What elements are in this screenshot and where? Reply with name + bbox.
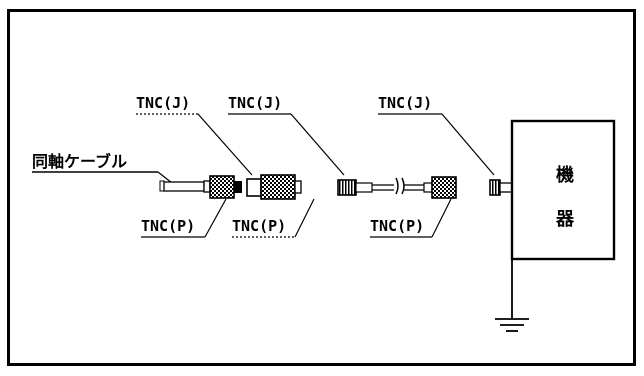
tnc-jack-cable-2 xyxy=(337,179,394,196)
tnc-adapter xyxy=(246,174,302,200)
tnc-jack-device xyxy=(489,179,513,196)
label-tnc-p-2-leader xyxy=(294,198,315,238)
cable-label-leader xyxy=(157,171,173,184)
label-tnc-j-1-leader xyxy=(197,113,253,176)
label-tnc-j-3-leader xyxy=(441,113,495,176)
label-tnc-p-3: TNC(P) xyxy=(370,217,424,235)
outer-frame xyxy=(7,9,636,366)
label-tnc-p-3-leader xyxy=(431,198,452,238)
coaxial-cable xyxy=(159,180,205,192)
ground-symbol xyxy=(495,259,529,332)
label-tnc-j-2-leader xyxy=(290,113,345,176)
label-tnc-j-3: TNC(J) xyxy=(378,94,432,112)
tnc-plug-3 xyxy=(404,176,457,199)
label-tnc-j-1: TNC(J) xyxy=(136,94,190,112)
label-tnc-j-2: TNC(J) xyxy=(228,94,282,112)
label-tnc-p-1: TNC(P) xyxy=(141,217,195,235)
label-tnc-p-2: TNC(P) xyxy=(232,217,286,235)
cable-break-mark xyxy=(395,177,405,195)
device-box xyxy=(510,119,616,261)
device-label-line2: 器 xyxy=(555,209,575,230)
device-label-line1: 機 xyxy=(556,164,574,186)
tnc-plug-1 xyxy=(203,175,242,199)
cable-label: 同軸ケーブル xyxy=(32,152,127,171)
label-tnc-p-1-leader xyxy=(204,198,227,238)
